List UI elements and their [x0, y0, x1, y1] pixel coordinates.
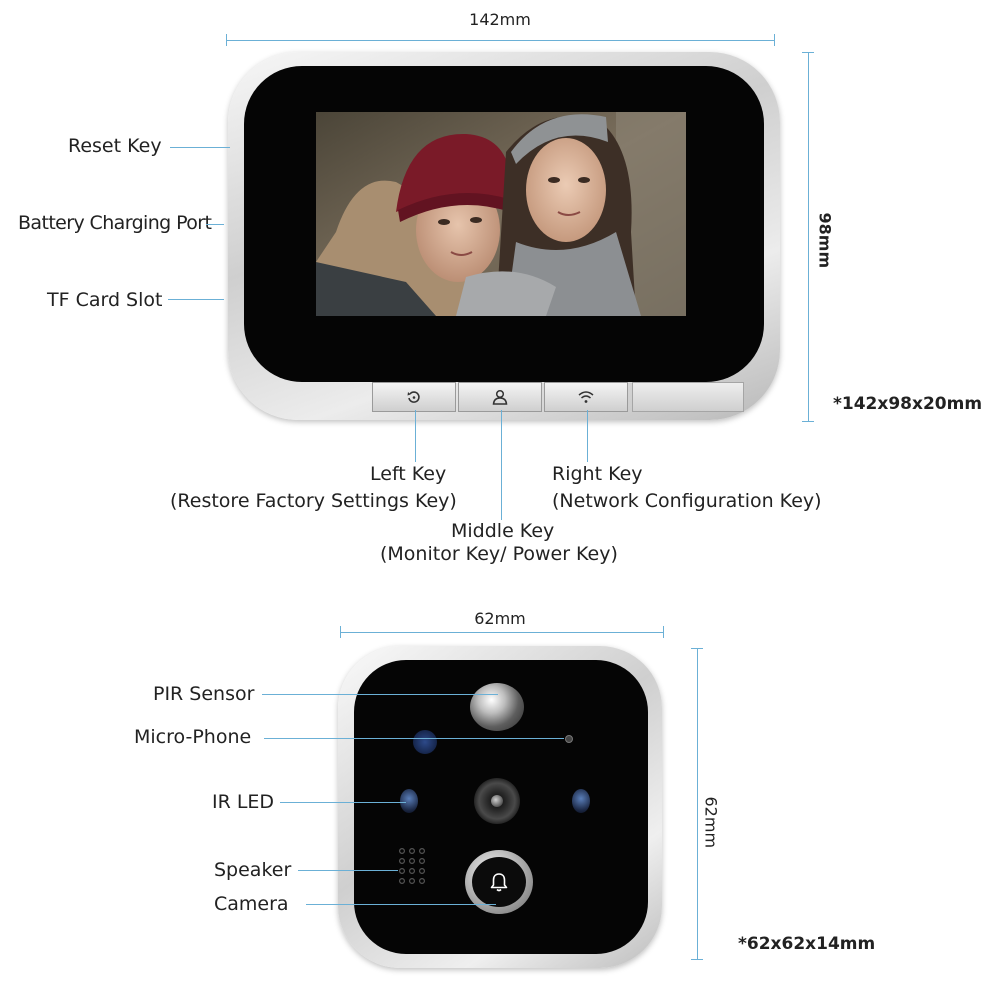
pir-sensor-leader — [262, 694, 498, 695]
middle-key[interactable] — [458, 382, 542, 412]
battery-charging-port-label: Battery Charging Port — [18, 212, 212, 234]
monitor-height-tick-top — [802, 52, 814, 53]
monitor-width-label: 142mm — [469, 10, 531, 29]
microphone-leader — [264, 738, 564, 739]
pir-sensor-label: PIR Sensor — [153, 683, 255, 705]
doorbell-height-line — [697, 648, 698, 960]
ir-led-left — [400, 789, 418, 813]
ir-led-right — [572, 789, 590, 813]
tf-card-slot-label: TF Card Slot — [47, 289, 163, 311]
speaker-grille — [397, 846, 431, 890]
bell-icon — [490, 873, 508, 892]
ir-led-label: IR LED — [212, 791, 275, 813]
right-key[interactable] — [544, 382, 628, 412]
camera-lens-center — [491, 795, 503, 807]
monitor-width-tick-right — [774, 34, 775, 46]
doorbell-size-label: *62x62x14mm — [738, 934, 876, 954]
doorbell-height-tick-bottom — [691, 959, 703, 960]
pir-sensor — [470, 683, 524, 731]
doorbell-button[interactable] — [465, 850, 533, 914]
right-key-title: Right Key — [552, 463, 643, 485]
doorbell-width-label: 62mm — [474, 609, 526, 628]
left-key[interactable] — [372, 382, 456, 412]
doorbell-button-face — [472, 857, 526, 907]
right-key-subtitle: (Network Configuration Key) — [552, 490, 822, 512]
doorbell-width-tick-right — [663, 626, 664, 638]
speaker-leader — [298, 870, 398, 871]
middle-key-title: Middle Key — [451, 520, 555, 542]
middle-key-subtitle: (Monitor Key/ Power Key) — [380, 543, 618, 565]
monitor-height-line — [808, 52, 809, 422]
doorbell-width-line — [340, 632, 664, 633]
camera-label: Camera — [214, 893, 289, 915]
monitor-bottom-edge — [632, 382, 744, 412]
monitor-screen-photo — [316, 112, 686, 316]
left-key-title: Left Key — [370, 463, 447, 485]
doorbell-width-tick-left — [340, 626, 341, 638]
tf-card-slot-leader — [168, 299, 224, 300]
reset-key-leader — [170, 147, 230, 148]
monitor-height-label: 98mm — [815, 212, 835, 269]
monitor-size-label: *142x98x20mm — [833, 394, 983, 414]
right-key-leader — [587, 410, 588, 462]
person-icon — [492, 389, 508, 405]
reset-icon — [407, 391, 420, 403]
wifi-icon — [578, 391, 594, 403]
speaker-label: Speaker — [214, 859, 292, 881]
monitor-height-tick-bottom — [802, 421, 814, 422]
battery-charging-port-leader — [206, 224, 224, 225]
left-key-subtitle: (Restore Factory Settings Key) — [170, 490, 457, 512]
middle-key-leader — [501, 410, 502, 520]
reset-key-label: Reset Key — [68, 135, 162, 157]
left-key-leader — [415, 410, 416, 462]
light-sensor — [413, 730, 437, 754]
ir-led-leader — [280, 802, 406, 803]
microphone-label: Micro-Phone — [134, 726, 252, 748]
camera-leader — [306, 904, 496, 905]
microphone-hole — [565, 735, 573, 743]
monitor-width-tick-left — [226, 34, 227, 46]
monitor-key-bar — [372, 382, 630, 412]
doorbell-height-label: 62mm — [701, 796, 721, 849]
monitor-width-line — [226, 40, 774, 41]
doorbell-height-tick-top — [691, 648, 703, 649]
